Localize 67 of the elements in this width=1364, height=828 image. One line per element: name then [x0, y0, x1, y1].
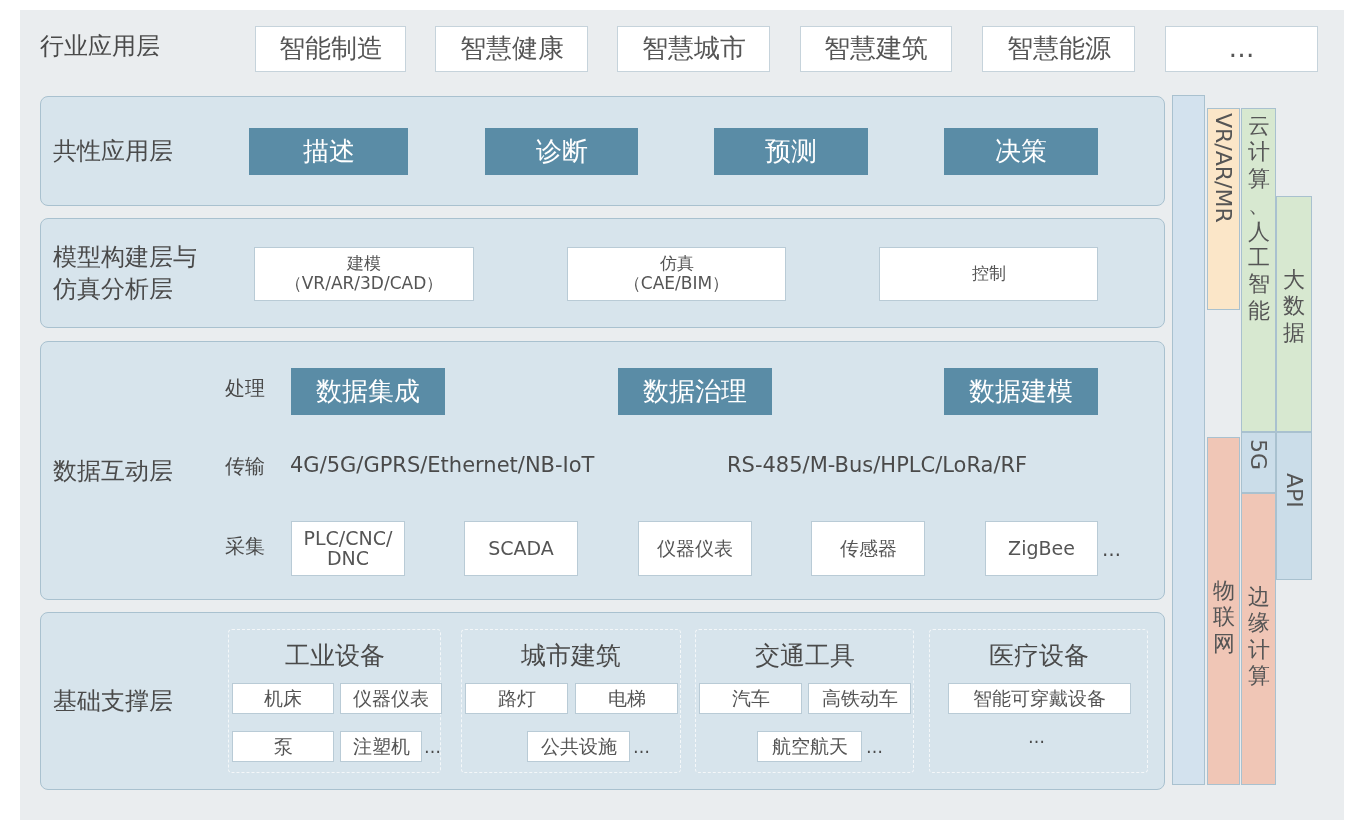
- function-box: 数据建模: [944, 368, 1098, 415]
- group-title: 工业设备: [283, 640, 386, 672]
- function-box: 预测: [714, 128, 868, 175]
- category-group: [695, 629, 914, 773]
- equipment-box: 机床: [232, 683, 334, 714]
- device-box: 仪器仪表: [638, 521, 752, 576]
- module-box: 控制: [879, 247, 1098, 301]
- application-box: …: [1165, 26, 1318, 72]
- equipment-box: 汽车: [699, 683, 802, 714]
- module-box: 建模 （VR/AR/3D/CAD）: [254, 247, 474, 301]
- layer-title: 基础支撑层: [53, 685, 174, 717]
- technology-bar: 大数据: [1276, 196, 1312, 432]
- device-box: 传感器: [811, 521, 925, 576]
- module-box: 仿真 （CAE/BIM）: [567, 247, 786, 301]
- function-box: 决策: [944, 128, 1098, 175]
- device-box: SCADA: [464, 521, 578, 576]
- function-box: 数据治理: [618, 368, 772, 415]
- layer-panel: [40, 96, 1165, 206]
- category-group: [461, 629, 681, 773]
- equipment-box: 公共设施: [527, 731, 630, 762]
- ellipsis: …: [1028, 727, 1045, 747]
- equipment-box: 注塑机: [340, 731, 422, 762]
- category-group: [929, 629, 1148, 773]
- technology-bar: API: [1276, 432, 1312, 580]
- protocol-list: 4G/5G/GPRS/Ethernet/NB-IoT: [290, 453, 595, 477]
- layer-panel: [40, 218, 1165, 328]
- group-title: 医疗设备: [987, 640, 1090, 672]
- ellipsis: …: [633, 737, 650, 757]
- equipment-box: 路灯: [465, 683, 568, 714]
- layer-title: 数据互动层: [53, 455, 174, 487]
- application-box: 智慧健康: [435, 26, 588, 72]
- protocol-list: RS-485/M-Bus/HPLC/LoRa/RF: [727, 453, 1028, 477]
- group-title: 交通工具: [753, 640, 856, 672]
- function-box: 诊断: [485, 128, 638, 175]
- row-label: 传输: [225, 453, 265, 480]
- technology-bar: 边缘计算: [1241, 493, 1276, 785]
- equipment-box: 泵: [232, 731, 334, 762]
- category-group: [228, 629, 441, 773]
- layer-title: 模型构建层与仿真分析层: [53, 241, 198, 305]
- layer-panel: [40, 612, 1165, 790]
- function-box: 数据集成: [291, 368, 445, 415]
- layer-title: 行业应用层: [40, 31, 160, 62]
- application-box: 智慧城市: [617, 26, 770, 72]
- support-bar: [1172, 95, 1205, 785]
- layer-panel: [40, 341, 1165, 600]
- technology-bar: 物联网: [1207, 437, 1240, 785]
- application-box: 智慧能源: [982, 26, 1135, 72]
- ellipsis: …: [866, 737, 883, 757]
- row-label: 采集: [225, 533, 265, 560]
- equipment-box: 智能可穿戴设备: [948, 683, 1131, 714]
- equipment-box: 高铁动车: [808, 683, 911, 714]
- device-box: PLC/CNC/DNC: [291, 521, 405, 576]
- group-title: 城市建筑: [520, 640, 622, 672]
- function-box: 描述: [249, 128, 408, 175]
- device-box: ZigBee: [985, 521, 1098, 576]
- ellipsis: …: [1102, 538, 1121, 560]
- equipment-box: 仪器仪表: [340, 683, 442, 714]
- application-box: 智能制造: [255, 26, 406, 72]
- technology-bar: 5G: [1241, 432, 1276, 493]
- row-label: 处理: [225, 375, 265, 402]
- layer-title: 共性应用层: [53, 135, 174, 167]
- equipment-box: 航空航天: [757, 731, 862, 762]
- technology-bar: 云计算、人工智能: [1241, 108, 1276, 432]
- ellipsis: …: [424, 737, 441, 757]
- technology-bar: VR/AR/MR: [1207, 108, 1240, 310]
- equipment-box: 电梯: [575, 683, 678, 714]
- application-box: 智慧建筑: [800, 26, 952, 72]
